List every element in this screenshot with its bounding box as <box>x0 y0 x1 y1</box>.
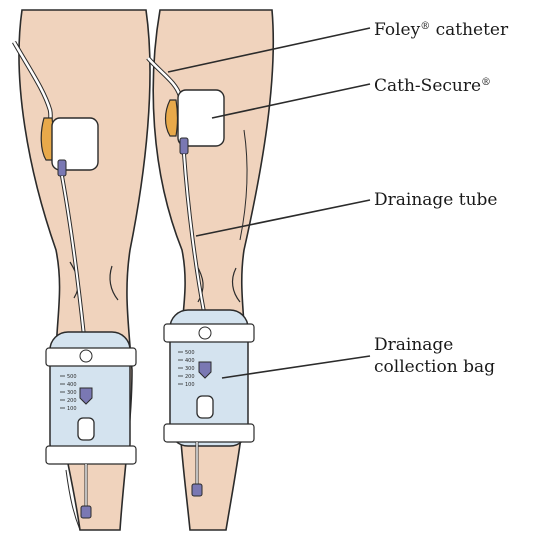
right-tube-connector <box>180 138 188 154</box>
left-bag-outlet <box>78 418 94 440</box>
right-bag-strap-bottom <box>164 424 254 442</box>
label-collection-bag: Drainage collection bag <box>374 334 495 378</box>
right-scale-label: 500 <box>185 350 195 356</box>
right-scale-label: 400 <box>185 358 195 364</box>
right-leg <box>153 10 273 530</box>
right-bag-outlet <box>197 396 213 418</box>
left-bag-strap-bottom <box>46 446 136 464</box>
left-scale-label: 400 <box>67 382 77 388</box>
left-drain-valve <box>81 506 91 518</box>
label-drainage-tube: Drainage tube <box>374 189 497 211</box>
left-tube-connector <box>58 160 66 176</box>
left-scale-label: 500 <box>67 374 77 380</box>
left-scale-label: 100 <box>67 406 77 412</box>
right-scale-label: 200 <box>185 374 195 380</box>
label-foley-catheter: Foley® catheter <box>374 16 508 41</box>
right-bag-inlet <box>199 327 211 339</box>
right-scale-label: 100 <box>185 382 195 388</box>
left-bag-inlet <box>80 350 92 362</box>
right-catheter-connector <box>166 100 178 136</box>
left-scale-label: 200 <box>67 398 77 404</box>
right-drain-valve <box>192 484 202 496</box>
right-leg-outline <box>153 10 273 530</box>
label-cath-secure: Cath-Secure® <box>374 72 491 97</box>
left-scale-label: 300 <box>67 390 77 396</box>
right-scale-label: 300 <box>185 366 195 372</box>
